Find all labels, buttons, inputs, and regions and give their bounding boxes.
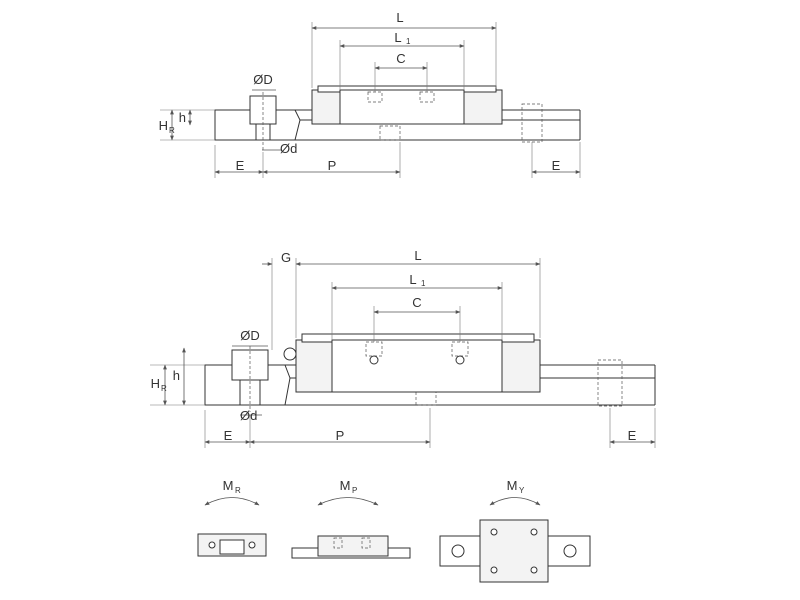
bottom-label-E-right: E [628,428,637,443]
mp-sub: P [352,486,357,495]
top-label-d: Ød [280,141,297,156]
my-sub: Y [519,486,525,495]
bottom-label-C: C [412,295,421,310]
top-label-H: H [159,118,168,133]
bottom-label-P: P [336,428,345,443]
moment-mp: M P [291,478,411,559]
bottom-label-h: h [173,368,180,383]
top-label-L1: L [394,30,401,45]
top-view: L L 1 C H R h ØD Ød E P E [159,10,581,178]
bottom-block [283,333,541,393]
top-rail-section [214,92,301,150]
top-label-E-left: E [236,158,245,173]
bottom-label-L: L [414,248,421,263]
top-block [311,85,503,125]
bottom-rail-section [204,346,291,412]
bottom-label-L1-sub: 1 [421,279,426,288]
moment-mr: M R [197,478,267,557]
bottom-labels: G L L 1 C H R h ØD Ød E P E [151,248,637,443]
bottom-label-D: ØD [240,328,260,343]
top-label-C: C [396,51,405,66]
top-label-L1-sub: 1 [406,37,411,46]
top-label-E-right: E [552,158,561,173]
mr-label: M [223,478,234,493]
top-label-P: P [328,158,337,173]
mp-block [317,535,389,557]
top-label-D: ØD [253,72,273,87]
bottom-dimensions [150,258,656,448]
mp-label: M [340,478,351,493]
bottom-label-E-left: E [224,428,233,443]
top-label-L: L [396,10,403,25]
my-label: M [507,478,518,493]
top-labels: L L 1 C H R h ØD Ød E P E [159,10,561,173]
top-label-H-sub: R [169,126,175,135]
bottom-label-H-sub: R [161,384,167,393]
mr-sub: R [235,486,241,495]
bottom-label-L1: L [409,272,416,287]
top-dimensions [160,22,581,178]
bottom-label-d: Ød [240,408,257,423]
top-label-h: h [179,110,186,125]
bottom-label-H: H [151,376,160,391]
my-block [479,519,549,583]
bottom-view: G L L 1 C H R h ØD Ød E P E [150,248,656,448]
bottom-label-G: G [281,250,291,265]
moment-my: M Y [439,478,591,583]
